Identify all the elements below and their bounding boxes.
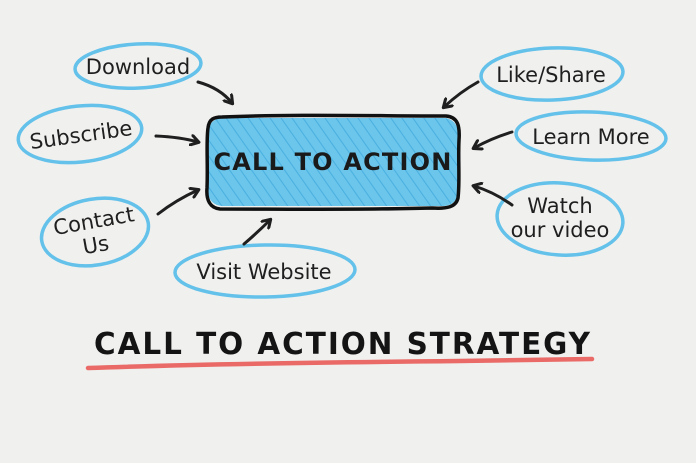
node-watch-video-line1: Watch [527,194,592,218]
node-subscribe: Subscribe [16,103,144,165]
node-visit-website: Visit Website [173,243,357,299]
node-visit-website-label: Visit Website [196,260,331,284]
node-download-label: Download [86,55,190,79]
arrow-learn-more [474,130,514,148]
node-learn-more-label: Learn More [532,125,649,149]
arrow-contact-us [156,190,198,216]
center-box-label: CALL TO ACTION [213,148,452,176]
node-contact-us-oval [39,196,151,268]
node-download-oval [73,42,203,90]
node-like-share-oval [479,46,625,102]
arrow-subscribe [154,136,198,142]
node-subscribe-label: Subscribe [28,116,134,154]
node-visit-website-oval [173,243,357,299]
center-box: CALL TO ACTION [205,113,461,211]
title-underline [85,356,595,371]
node-subscribe-oval [16,103,144,165]
arrow-download [196,80,232,103]
node-contact-us-line2: Us [81,231,111,259]
diagram-title: CALL TO ACTION STRATEGY [94,327,592,362]
arrow-like-share [444,80,480,107]
arrow-watch-video [474,186,514,207]
node-like-share: Like/Share [479,46,625,102]
node-watch-video-line2: our video [511,218,610,242]
node-contact-us: Contact Us [39,196,151,268]
node-learn-more-oval [514,110,668,162]
node-watch-video-oval [495,181,625,257]
node-learn-more: Learn More [514,110,668,162]
arrow-visit-website [242,220,270,246]
node-like-share-label: Like/Share [496,63,606,87]
node-watch-video: Watch our video [495,181,625,257]
node-download: Download [73,42,203,90]
